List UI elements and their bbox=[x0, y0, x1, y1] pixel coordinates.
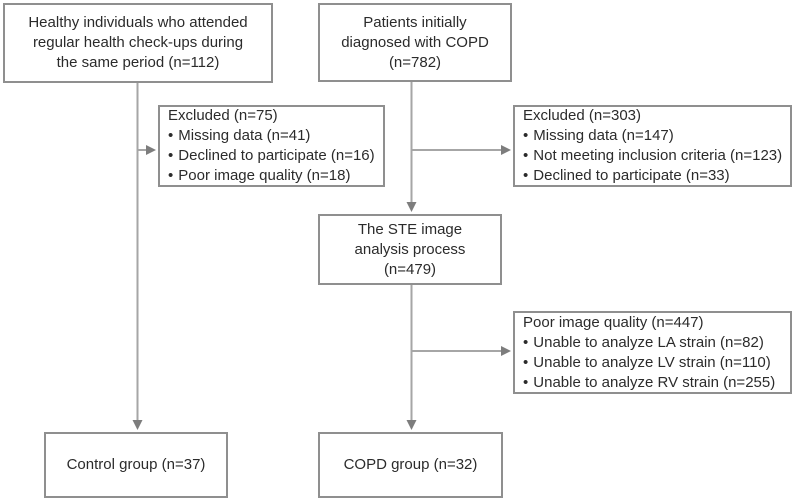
excluded-item: •Poor image quality (n=18) bbox=[168, 166, 377, 186]
excluded-item-text: Declined to participate (n=16) bbox=[178, 147, 375, 164]
excluded-item: •Missing data (n=147) bbox=[523, 126, 784, 146]
bullet-glyph: • bbox=[168, 167, 174, 184]
box-text-line: the same period (n=112) bbox=[56, 54, 220, 71]
excluded-item: •Not meeting inclusion criteria (n=123) bbox=[523, 146, 784, 166]
box-text-line: (n=782) bbox=[388, 53, 442, 71]
excluded-item-text: Unable to analyze LA strain (n=82) bbox=[533, 333, 764, 351]
box-title: Poor image quality (n=447) bbox=[523, 313, 704, 331]
bullet-glyph: • bbox=[523, 167, 529, 184]
excluded-item-text: Missing data (n=41) bbox=[178, 127, 311, 144]
box-healthy-individuals: Healthy individuals who attended regular… bbox=[3, 3, 273, 83]
bullet-glyph: • bbox=[168, 147, 174, 164]
box-title: Excluded (n=303) bbox=[523, 107, 641, 124]
excluded-item-text: Unable to analyze RV strain (n=255) bbox=[533, 373, 776, 391]
excluded-item-text: Not meeting inclusion criteria (n=123) bbox=[533, 147, 783, 164]
bullet-glyph: • bbox=[523, 373, 529, 391]
bullet-glyph: • bbox=[523, 353, 529, 371]
box-title: Excluded (n=75) bbox=[168, 107, 278, 124]
bullet-glyph: • bbox=[523, 333, 529, 351]
excluded-item-text: Declined to participate (n=33) bbox=[533, 167, 730, 184]
box-patients-copd-initial: Patients initially diagnosed with COPD (… bbox=[318, 3, 512, 82]
excluded-item-text: Unable to analyze LV strain (n=110) bbox=[533, 353, 771, 371]
box-excluded-healthy: Excluded (n=75) •Missing data (n=41) •De… bbox=[158, 105, 385, 187]
excluded-item: •Missing data (n=41) bbox=[168, 126, 377, 146]
excluded-item-text: Poor image quality (n=18) bbox=[178, 167, 351, 184]
box-text-line: The STE image bbox=[357, 220, 463, 238]
bullet-glyph: • bbox=[523, 147, 529, 164]
box-text-line: diagnosed with COPD bbox=[341, 33, 489, 51]
box-text-line: Patients initially bbox=[363, 13, 467, 31]
excluded-item: •Declined to participate (n=33) bbox=[523, 166, 784, 186]
box-copd-group: COPD group (n=32) bbox=[318, 432, 503, 498]
box-text-line: regular health check-ups during bbox=[32, 34, 244, 51]
excluded-item: •Unable to analyze LV strain (n=110) bbox=[523, 353, 784, 373]
box-control-group: Control group (n=37) bbox=[44, 432, 228, 498]
box-text-line: Healthy individuals who attended bbox=[28, 14, 248, 31]
bullet-glyph: • bbox=[523, 127, 529, 144]
box-excluded-copd: Excluded (n=303) •Missing data (n=147) •… bbox=[513, 105, 792, 187]
box-text-line: analysis process bbox=[354, 240, 466, 258]
box-text-line: (n=479) bbox=[383, 260, 437, 278]
bullet-glyph: • bbox=[168, 127, 174, 144]
excluded-item-text: Missing data (n=147) bbox=[533, 127, 674, 144]
excluded-item: •Declined to participate (n=16) bbox=[168, 146, 377, 166]
excluded-item: •Unable to analyze RV strain (n=255) bbox=[523, 373, 784, 393]
box-text-line: Control group (n=37) bbox=[66, 456, 206, 473]
box-text-line: COPD group (n=32) bbox=[343, 456, 478, 473]
box-poor-image-quality: Poor image quality (n=447) •Unable to an… bbox=[513, 311, 792, 394]
box-ste-analysis: The STE image analysis process (n=479) bbox=[318, 214, 502, 285]
excluded-item: •Unable to analyze LA strain (n=82) bbox=[523, 333, 784, 353]
